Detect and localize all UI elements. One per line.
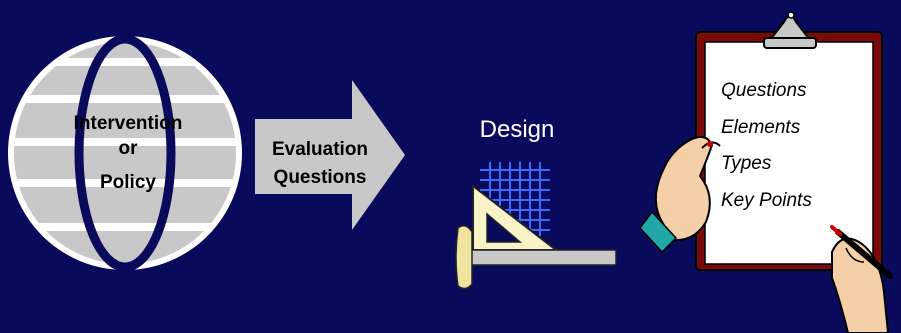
arrow-label-line-1: Evaluation [271,139,369,160]
clipboard-item-key-points: Key Points [721,190,812,211]
clipboard-item-questions: Questions [721,80,807,101]
globe-label-line-3: Policy [100,172,156,193]
globe-icon [8,34,242,272]
globe-label-line-1: Intervention [73,113,183,134]
drafting-tools-icon [455,162,617,290]
arrow-icon [255,80,405,230]
clipboard-icon [695,11,883,271]
design-title: Design [479,116,555,143]
right-hand-icon [830,225,893,333]
arrow-label-line-2: Questions [273,167,367,188]
globe-label-line-2: or [118,138,138,159]
clipboard-item-elements: Elements [721,117,801,138]
left-hand-icon [639,135,721,254]
clipboard-item-types: Types [721,153,772,174]
